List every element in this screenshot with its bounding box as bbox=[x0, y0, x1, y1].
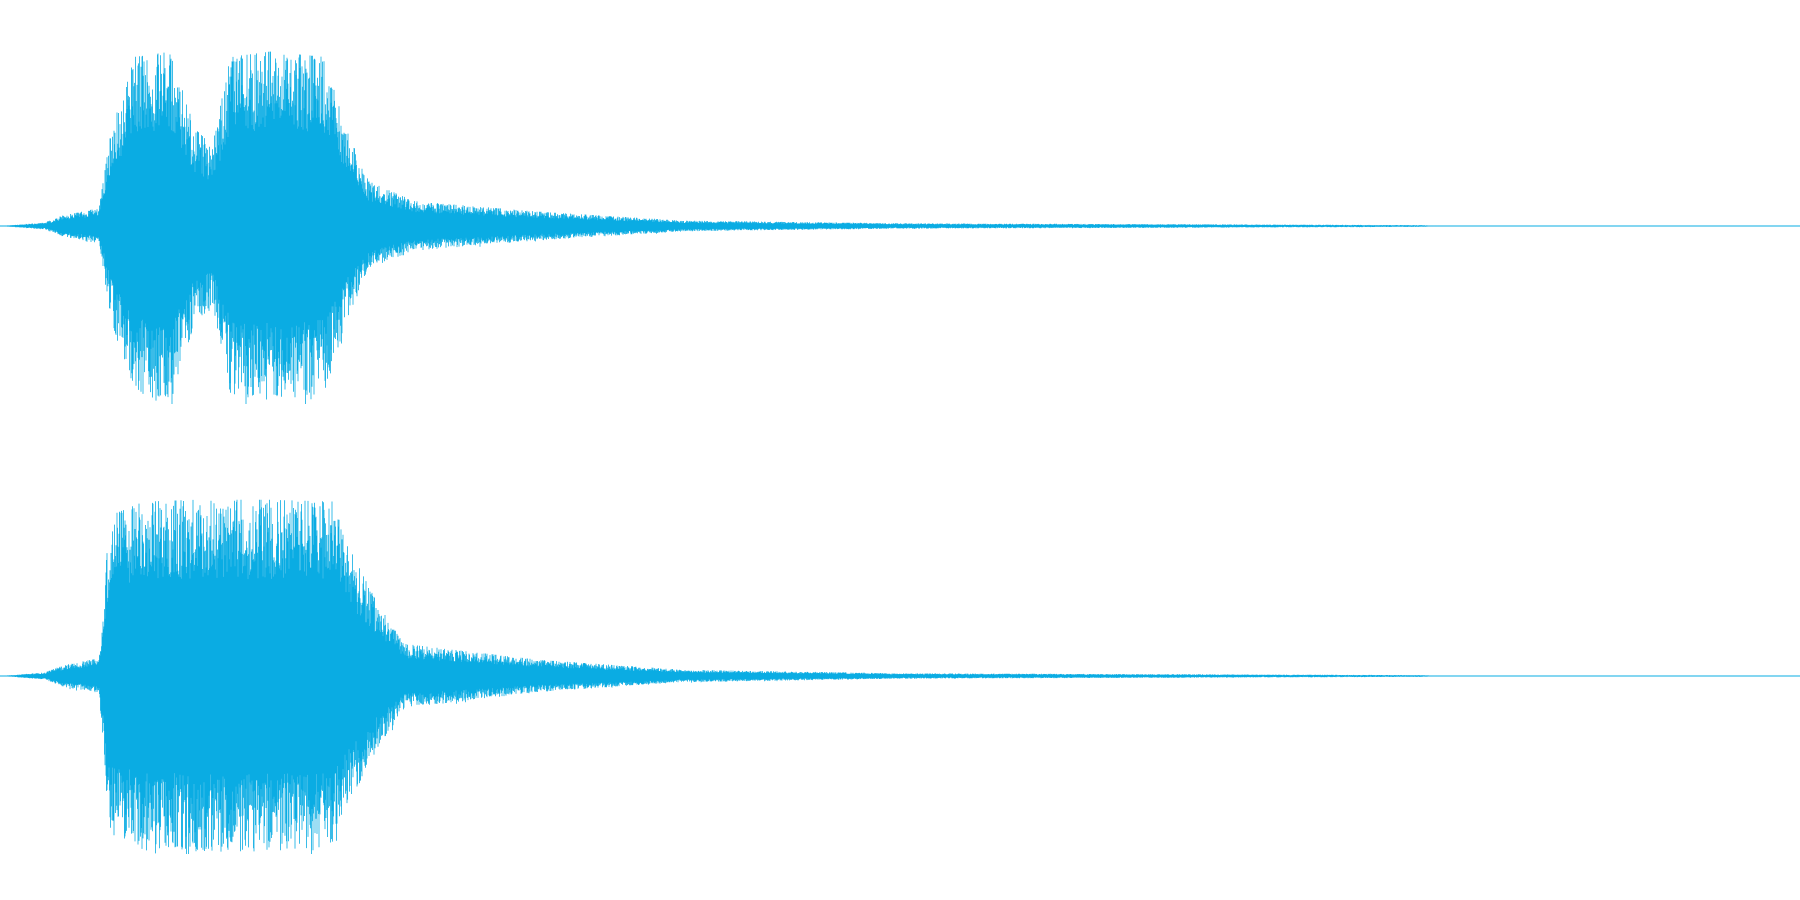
channel-1-signal bbox=[0, 51, 1439, 404]
channel-1-waveform bbox=[0, 51, 1800, 404]
channel-2-signal bbox=[0, 499, 1439, 854]
channel-2-waveform bbox=[0, 499, 1800, 854]
